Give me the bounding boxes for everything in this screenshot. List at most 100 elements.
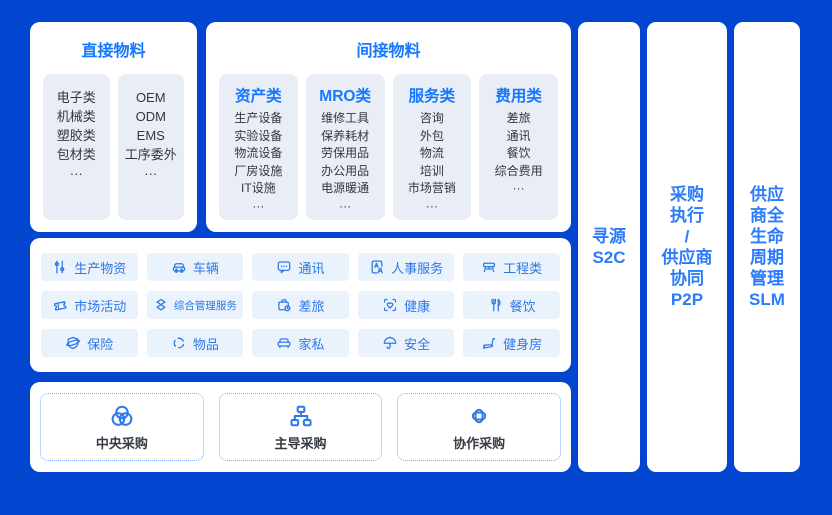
central-procurement-label: 中央采购 <box>95 435 148 451</box>
category-item-furniture: 家私 <box>252 329 349 357</box>
category-label: 健康 <box>404 298 431 314</box>
category-label: 保险 <box>87 336 114 352</box>
leading-procurement-card: 主导采购 <box>218 393 383 461</box>
venn-icon <box>109 403 135 429</box>
mro-category-title: MRO类 <box>319 88 371 105</box>
list-item-text: 市场营销 <box>407 181 456 195</box>
collaboration-icon <box>466 403 492 429</box>
list-item-text: 咨询 <box>419 111 444 125</box>
category-label: 车辆 <box>192 260 219 276</box>
procurement-modes-panel: 中央采购 主导采购 协作采购 <box>30 382 571 472</box>
direct-materials-title: 直接物料 <box>81 43 146 60</box>
list-item-text: IT设施 <box>241 181 276 195</box>
general-management-icon <box>153 297 169 313</box>
list-item-text: 物流 <box>419 146 444 160</box>
category-label: 健身房 <box>503 336 543 352</box>
category-label: 餐饮 <box>509 298 536 314</box>
vehicle-icon <box>171 259 187 275</box>
list-item-text: ··· <box>69 166 83 181</box>
engineering-icon <box>481 259 497 275</box>
list-item-text: ··· <box>252 198 265 213</box>
list-item-text: 生产设备 <box>234 111 283 125</box>
dining-icon <box>488 297 504 313</box>
category-item-vehicle: 车辆 <box>146 253 244 281</box>
category-item-communication: 通讯 <box>252 253 349 281</box>
list-item-text: ··· <box>144 166 158 181</box>
list-item-text: 餐饮 <box>506 146 531 160</box>
list-item-text: 塑胶类 <box>56 128 96 143</box>
list-item-text: 保养耗材 <box>321 128 370 143</box>
category-item-health: 健康 <box>357 291 455 319</box>
insurance-icon <box>65 335 81 351</box>
category-item-insurance: 保险 <box>41 329 138 357</box>
collaborative-procurement-label: 协作采购 <box>453 435 506 451</box>
list-item-text: 培训 <box>419 163 444 178</box>
category-label: 工程类 <box>503 260 543 276</box>
category-label: 通讯 <box>298 260 325 276</box>
indirect-materials-title: 间接物料 <box>356 43 421 60</box>
asset-category-title: 资产类 <box>235 88 282 105</box>
expense-category-items: 差旅通讯餐饮综合费用··· <box>479 110 558 198</box>
travel-icon <box>276 297 292 313</box>
service-category-title: 服务类 <box>408 88 456 105</box>
list-item-text: 物流设备 <box>234 146 283 160</box>
category-label: 家私 <box>298 336 325 352</box>
category-item-engineering: 工程类 <box>463 253 560 281</box>
list-item-text: EMS <box>136 128 165 143</box>
list-item-text: 外包 <box>419 128 444 143</box>
list-item-text: 差旅 <box>506 111 531 125</box>
list-item-text: 机械类 <box>56 109 96 124</box>
category-label: 市场活动 <box>74 298 127 314</box>
service-category-card: 服务类 咨询外包物流培训市场营销··· <box>392 74 472 220</box>
leading-procurement-label: 主导采购 <box>274 435 327 451</box>
category-item-goods: 物品 <box>146 329 244 357</box>
marketing-icon <box>52 297 68 313</box>
collaborative-procurement-card: 协作采购 <box>397 393 562 461</box>
central-procurement-card: 中央采购 <box>40 393 204 461</box>
column-procure-to-pay-p2p: 采购 执行 / 供应商 协同 P2P <box>647 22 727 472</box>
list-item-text: 电源暖通 <box>321 181 370 195</box>
category-label: 差旅 <box>298 298 325 314</box>
category-item-gym: 健身房 <box>463 329 560 357</box>
category-item-travel: 差旅 <box>252 291 349 319</box>
direct-materials-card-1-items: 电子类机械类塑胶类包材类··· <box>43 88 110 183</box>
list-item-text: 劳保用品 <box>321 146 370 160</box>
safety-icon <box>382 335 398 351</box>
expense-category-title: 费用类 <box>495 88 542 105</box>
hr-service-icon <box>369 259 385 275</box>
category-label: 综合管理服务 <box>173 299 237 312</box>
category-item-dining: 餐饮 <box>463 291 560 319</box>
list-item-text: ··· <box>512 181 525 195</box>
category-label: 安全 <box>404 336 431 352</box>
category-item-general-management: 综合管理服务 <box>146 291 244 319</box>
category-item-production-materials: 生产物资 <box>41 253 138 281</box>
list-item-text: 实验设备 <box>234 128 283 143</box>
category-label: 生产物资 <box>74 260 127 276</box>
list-item-text: 通讯 <box>506 128 531 143</box>
list-item-text: 工序委外 <box>124 147 177 162</box>
category-item-safety: 安全 <box>357 329 455 357</box>
mro-category-items: 维修工具保养耗材劳保用品办公用品电源暖通··· <box>306 110 385 215</box>
mro-category-card: MRO类 维修工具保养耗材劳保用品办公用品电源暖通··· <box>305 74 385 220</box>
org-chart-icon <box>288 403 314 429</box>
category-grid-panel: 生产物资 车辆 通讯 人事服务 <box>30 238 571 372</box>
category-label: 物品 <box>192 336 219 352</box>
goods-icon <box>171 335 187 351</box>
category-item-hr-service: 人事服务 <box>357 253 455 281</box>
furniture-icon <box>276 335 292 351</box>
health-icon <box>382 297 398 313</box>
column-supplier-lifecycle-slm: 供应 商全 生命 周期 管理 SLM <box>734 22 800 472</box>
column-sourcing-s2c: 寻源 S2C <box>578 22 640 472</box>
list-item-text: ODM <box>135 109 166 124</box>
direct-materials-card-1: 电子类机械类塑胶类包材类··· <box>43 74 110 220</box>
service-category-items: 咨询外包物流培训市场营销··· <box>393 110 472 215</box>
